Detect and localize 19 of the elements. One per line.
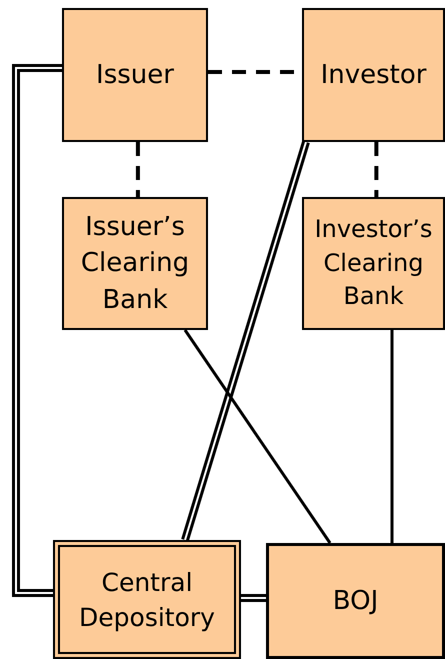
connector-line	[184, 329, 332, 544]
double-line-connector	[181, 140, 310, 542]
dashed-connector	[374, 142, 378, 197]
entity-box	[62, 8, 208, 142]
entity-label: Investor	[320, 58, 428, 92]
double-line-connector	[12, 64, 62, 597]
entity-label: Investor’s Clearing Bank	[314, 214, 434, 312]
entity-box	[302, 8, 445, 142]
entity-label: Issuer	[95, 58, 175, 92]
double-line-connector	[241, 594, 266, 602]
entity-box	[266, 543, 445, 659]
dashed-connector	[136, 142, 140, 197]
entity-box	[62, 197, 208, 330]
entity-box	[302, 197, 445, 330]
entity-label: Issuer’s Clearing Bank	[80, 210, 190, 317]
entity-label: BOJ	[332, 584, 380, 618]
entity-label: Central Depository	[78, 566, 216, 634]
entity-box	[53, 540, 241, 659]
connector-line	[390, 330, 394, 543]
